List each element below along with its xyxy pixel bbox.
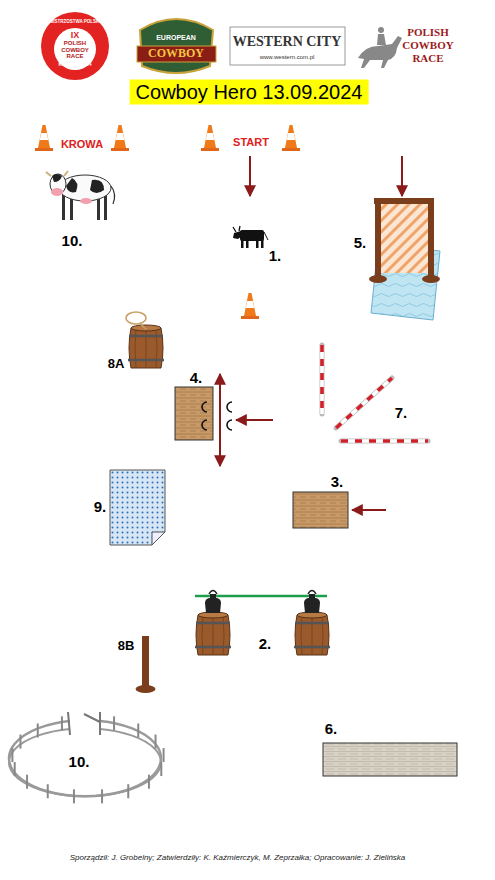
fence-post — [26, 775, 28, 789]
logo-text: COWBOY — [148, 47, 204, 60]
fence-post — [101, 789, 103, 803]
cone — [35, 125, 53, 151]
callout-number: 10. — [62, 233, 83, 250]
logo-text: KARPACZ 2024 — [59, 63, 92, 68]
fence-post — [155, 735, 157, 749]
poles — [322, 345, 428, 441]
callout-number: 1. — [269, 248, 282, 265]
cone — [241, 293, 259, 319]
title: Cowboy Hero 13.09.2024 — [130, 80, 369, 105]
logo-inner — [54, 28, 96, 70]
logo-text: COWBOY — [402, 39, 453, 51]
callout-number: 8B — [118, 639, 135, 653]
logo-text: MISTRZOSTWA POLSKI — [49, 20, 100, 25]
logo-text: POLISH COWBOY RACE — [59, 40, 91, 60]
fence-post — [19, 735, 21, 749]
logo-band — [137, 46, 216, 62]
callout-number: 5. — [354, 235, 367, 252]
fence-post — [163, 748, 165, 762]
wood-bridge — [293, 492, 348, 528]
horseshoes — [202, 402, 232, 430]
fence-post — [148, 775, 150, 789]
fence-post — [11, 748, 13, 762]
logo-box — [230, 27, 345, 65]
direction-arrows — [220, 156, 402, 510]
fence-post — [61, 716, 63, 730]
logo-text: POLISH — [407, 26, 449, 38]
fence-post — [137, 723, 139, 737]
cone — [111, 125, 129, 151]
fence-post — [160, 762, 162, 776]
corral — [9, 712, 164, 803]
blue-mat — [110, 470, 165, 545]
cone — [282, 125, 300, 151]
logo-rider — [358, 27, 402, 68]
wood-panel — [175, 387, 213, 440]
barrels-jugs — [195, 591, 330, 656]
cow-icon — [233, 226, 268, 248]
logo-text: EUROPEAN — [156, 34, 196, 42]
fence-post — [127, 784, 129, 798]
fence-post — [14, 762, 16, 776]
cone-label: START — [233, 136, 269, 148]
footer-note: Sporządził: J. Grobelny; Zatwierdziły: K… — [70, 853, 406, 862]
cone — [201, 125, 219, 151]
callout-number: 2. — [259, 636, 272, 653]
fence-post — [47, 784, 49, 798]
logo-circle — [41, 12, 109, 80]
callout-number: 10. — [69, 754, 90, 771]
callout-number: 3. — [331, 474, 344, 491]
fence-post — [73, 789, 75, 803]
callout-number: 6. — [325, 721, 338, 738]
post — [136, 636, 156, 693]
cone-label: KROWA — [61, 138, 103, 150]
logo-text: www.western.com.pl — [260, 54, 315, 61]
callout-number: 9. — [94, 499, 107, 516]
fence-post — [37, 723, 39, 737]
callout-number: 4. — [190, 370, 203, 387]
callout-number: 8A — [108, 357, 125, 371]
logo-text: WESTERN CITY — [233, 34, 342, 49]
water-gate — [369, 198, 440, 320]
logo-text: IX — [71, 31, 80, 41]
barrel-lasso — [126, 312, 164, 368]
logo-text: RACE — [412, 52, 443, 64]
ground-board — [323, 743, 457, 776]
callout-number: 7. — [395, 405, 408, 422]
fence-post — [113, 716, 115, 730]
cow — [46, 171, 115, 220]
